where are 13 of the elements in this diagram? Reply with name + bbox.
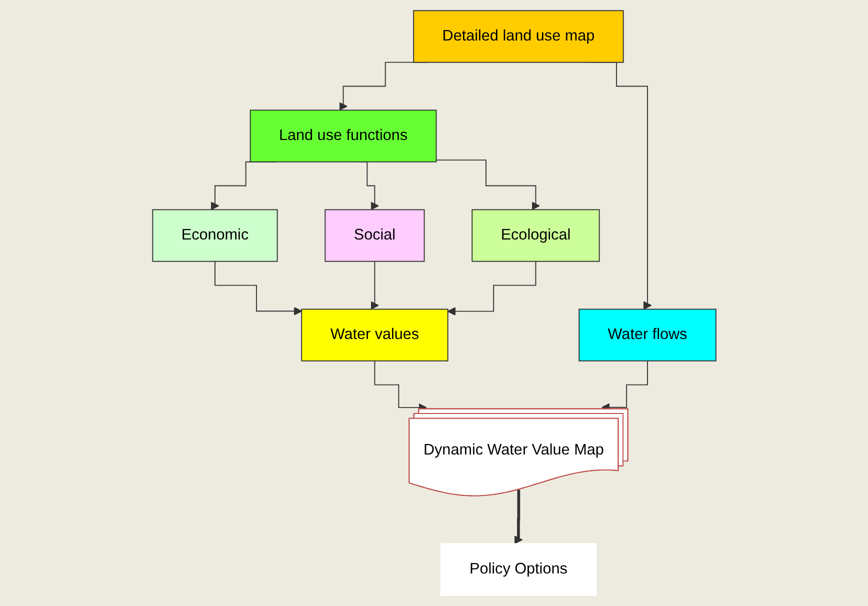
arrow (214, 260, 302, 316)
node-box: Land use functions (250, 110, 436, 162)
node-box: Social (324, 209, 424, 262)
node-box: Water values (300, 308, 448, 362)
node-box: Detailed land use map (412, 10, 624, 63)
arrow (514, 488, 522, 544)
arrow (370, 260, 379, 310)
arrow (435, 160, 540, 210)
node-box: Economic (152, 209, 278, 262)
node-box: Policy Options (440, 543, 596, 596)
arrow (446, 260, 536, 316)
node-box: Ecological (471, 209, 600, 262)
node-box: Water flows (578, 308, 716, 362)
